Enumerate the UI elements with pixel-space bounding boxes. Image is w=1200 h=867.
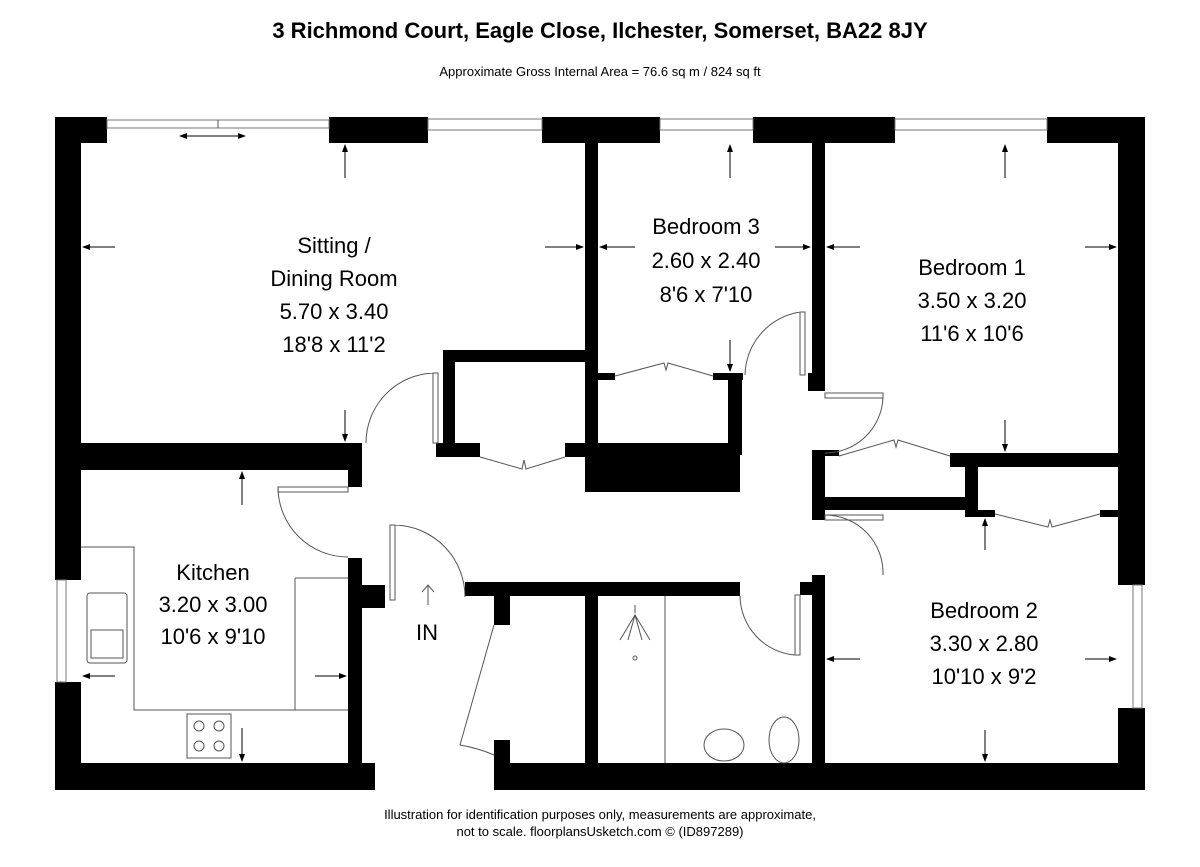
doors (277, 311, 1101, 756)
room-imperial: 10'10 x 9'2 (931, 664, 1036, 689)
room-bedroom-2: Bedroom 2 3.30 x 2.80 10'10 x 9'2 (930, 598, 1039, 689)
room-imperial: 18'8 x 11'2 (282, 332, 385, 357)
room-imperial: 10'6 x 9'10 (160, 624, 265, 649)
room-sitting-dining: Sitting / Dining Room 5.70 x 3.40 18'8 x… (270, 233, 397, 357)
shower-icon (619, 605, 651, 641)
fixtures (81, 546, 800, 764)
windows (56, 118, 1143, 709)
sink-icon (86, 592, 128, 664)
gross-area-text: Approximate Gross Internal Area = 76.6 s… (439, 64, 761, 79)
room-imperial: 11'6 x 10'6 (920, 321, 1023, 346)
disclaimer-line-1: Illustration for identification purposes… (384, 807, 816, 822)
dimension-arrows (82, 144, 1117, 762)
room-metric: 5.70 x 3.40 (280, 299, 389, 324)
room-kitchen: Kitchen 3.20 x 3.00 10'6 x 9'10 (159, 560, 268, 649)
room-name: Bedroom 3 (652, 214, 760, 239)
room-metric: 3.30 x 2.80 (930, 631, 1039, 656)
entrance-arrow-icon (421, 584, 435, 605)
room-name: Kitchen (176, 560, 249, 585)
property-address-title: 3 Richmond Court, Eagle Close, Ilchester… (272, 18, 928, 43)
disclaimer: Illustration for identification purposes… (0, 806, 1200, 840)
toilet-icon (768, 716, 800, 764)
walls (55, 117, 1145, 790)
room-name: Dining Room (270, 266, 397, 291)
room-name: Bedroom 1 (918, 255, 1026, 280)
room-imperial: 8'6 x 7'10 (660, 282, 753, 307)
room-metric: 2.60 x 2.40 (652, 248, 761, 273)
room-metric: 3.50 x 3.20 (918, 288, 1027, 313)
basin-icon (703, 728, 745, 762)
entrance-label: IN (416, 620, 438, 645)
room-metric: 3.20 x 3.00 (159, 592, 268, 617)
room-bedroom-3: Bedroom 3 2.60 x 2.40 8'6 x 7'10 (652, 214, 761, 307)
room-bedroom-1: Bedroom 1 3.50 x 3.20 11'6 x 10'6 (918, 255, 1027, 346)
disclaimer-line-2: not to scale. floorplansUsketch.com © (I… (456, 824, 744, 839)
room-name: Sitting / (297, 233, 371, 258)
entrance-text: IN (416, 620, 438, 645)
hob-icon (186, 713, 232, 759)
room-name: Bedroom 2 (930, 598, 1038, 623)
